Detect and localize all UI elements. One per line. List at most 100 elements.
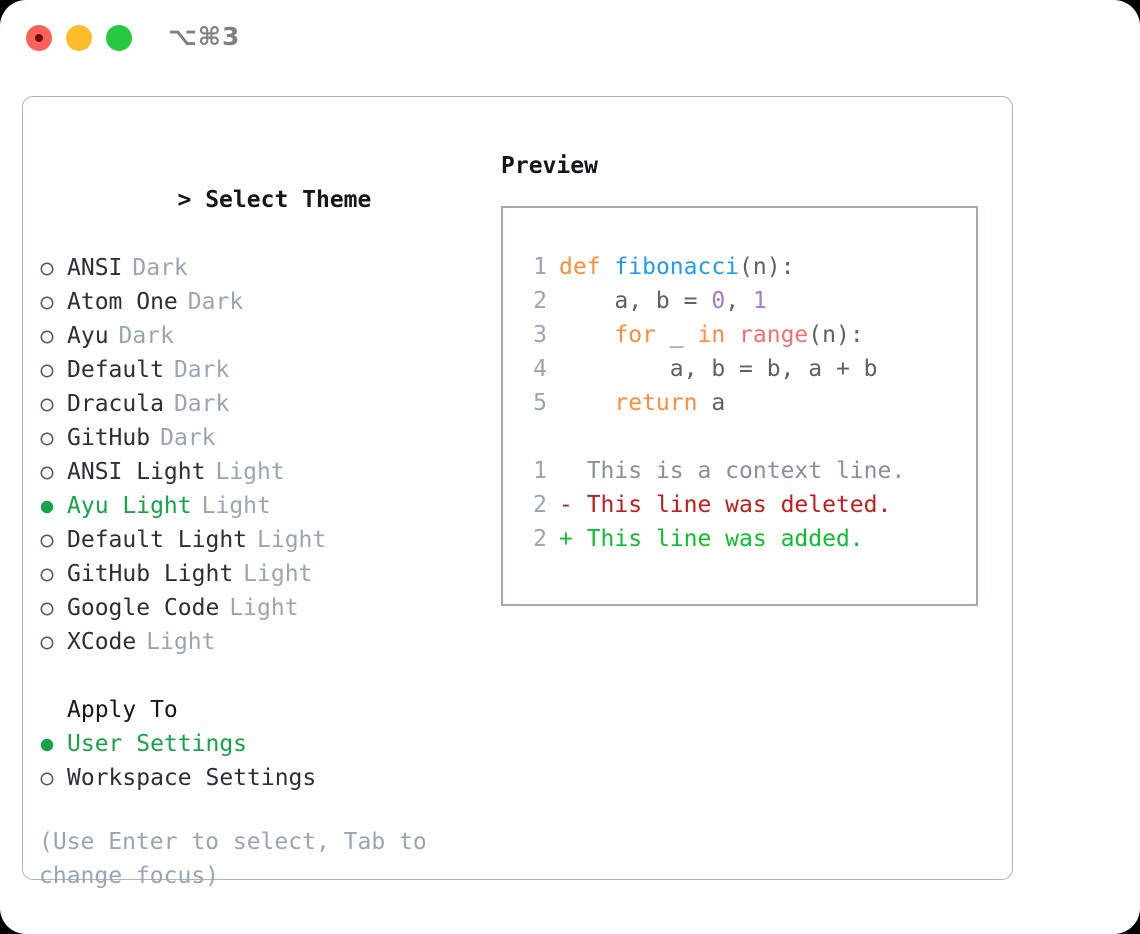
theme-option-ayu-light[interactable]: Ayu Light Light [39, 489, 479, 523]
code-token [559, 322, 614, 348]
code-token: a, b = b, a + b [559, 356, 878, 382]
theme-option-label: GitHub Light [67, 561, 234, 587]
minimize-button-icon[interactable] [66, 25, 92, 51]
theme-option-xcode[interactable]: XCode Light [39, 625, 479, 659]
apply-to-option-label: Workspace Settings [67, 765, 317, 791]
theme-option-label: Google Code [67, 595, 220, 621]
code-token: fibonacci [614, 254, 740, 280]
theme-option-label: GitHub [67, 425, 151, 451]
diff-line: 2 + This line was added. [521, 522, 905, 556]
close-button-icon[interactable] [26, 25, 52, 51]
code-token: in [697, 322, 726, 348]
code-token [601, 254, 615, 280]
radio-unselected-icon [39, 761, 67, 795]
radio-unselected-icon [39, 285, 67, 319]
theme-option-label: ANSI Light [67, 459, 206, 485]
theme-option-ansi-light[interactable]: ANSI Light Light [39, 455, 479, 489]
caret-icon: > [177, 187, 192, 213]
theme-option-ayu[interactable]: Ayu Dark [39, 319, 479, 353]
radio-unselected-icon [39, 387, 67, 421]
theme-option-variant-badge: Dark [173, 357, 230, 383]
theme-option-google-code[interactable]: Google Code Light [39, 591, 479, 625]
select-theme-header-label: Select Theme [205, 187, 372, 213]
theme-option-label: XCode [67, 629, 137, 655]
diff-line-number: 2 [533, 526, 547, 552]
radio-unselected-icon [39, 421, 67, 455]
diff-line-text: This line was added. [572, 526, 864, 552]
code-token [559, 390, 614, 416]
code-token: (n): [739, 254, 795, 280]
theme-option-variant-badge: Light [257, 527, 327, 553]
diff-line-text: This line was deleted. [572, 492, 892, 518]
code-line: 2 a, b = 0, 1 [521, 284, 905, 318]
theme-option-label: Ayu Light [67, 493, 192, 519]
code-token: , [725, 288, 753, 314]
theme-option-variant-badge: Dark [160, 425, 216, 451]
theme-option-variant-badge: Dark [187, 289, 244, 315]
keyboard-shortcut-label: ⌥⌘3 [168, 22, 241, 51]
code-line-number: 1 [533, 254, 547, 280]
diff-marker-icon: - [559, 492, 573, 518]
title-bar: ⌥⌘3 [0, 0, 1140, 78]
code-token: 1 [752, 288, 767, 314]
code-token: (n): [808, 322, 864, 348]
radio-unselected-icon [39, 455, 67, 489]
theme-option-variant-badge: Light [146, 629, 216, 655]
code-line: 1 def fibonacci(n): [521, 250, 905, 284]
code-blank-line [521, 420, 905, 454]
code-token: return [614, 390, 698, 416]
diff-line-text: This is a context line. [572, 458, 906, 484]
diff-marker-icon: + [559, 526, 573, 552]
code-token: for [614, 322, 656, 348]
radio-unselected-icon [39, 319, 67, 353]
diff-line: 2- This line was deleted. [521, 488, 905, 522]
section-spacer [39, 659, 479, 693]
theme-option-variant-badge: Light [215, 459, 285, 485]
diff-line-number: 2 [533, 492, 547, 518]
code-token: _ [655, 322, 698, 348]
theme-option-variant-badge: Dark [118, 323, 174, 349]
theme-option-default[interactable]: Default Dark [39, 353, 479, 387]
code-token: 0 [711, 288, 726, 314]
maximize-button-icon[interactable] [106, 25, 132, 51]
theme-option-variant-badge: Light [229, 595, 299, 621]
apply-to-option-user-settings[interactable]: User Settings [39, 727, 479, 761]
hint-text: (Use Enter to select, Tab to change focu… [39, 829, 427, 889]
theme-option-default-light[interactable]: Default Light Light [39, 523, 479, 557]
theme-option-label: Default [67, 357, 164, 383]
code-token: a, b = [559, 288, 712, 314]
code-token [725, 322, 739, 348]
theme-option-label: Dracula [67, 391, 164, 417]
radio-selected-icon [39, 727, 67, 761]
preview-title: Preview [501, 153, 598, 179]
apply-to-option-workspace-settings[interactable]: Workspace Settings [39, 761, 479, 795]
radio-unselected-icon [39, 353, 67, 387]
theme-option-label: Ayu [67, 323, 109, 349]
theme-option-variant-badge: Dark [132, 255, 188, 281]
code-token: a [697, 390, 726, 416]
theme-option-label: Default Light [67, 527, 248, 553]
radio-unselected-icon [39, 251, 67, 285]
apply-to-option-label: User Settings [67, 731, 248, 757]
code-line-number: 2 [533, 288, 547, 314]
theme-option-github[interactable]: GitHub Dark [39, 421, 479, 455]
code-line: 3 for _ in range(n): [521, 318, 905, 352]
theme-option-variant-badge: Light [201, 493, 271, 519]
theme-option-label: ANSI [67, 255, 123, 281]
theme-option-label: Atom One [67, 289, 178, 315]
apply-to-header: Apply To [67, 697, 178, 723]
theme-option-atom-one[interactable]: Atom One Dark [39, 285, 479, 319]
radio-unselected-icon [39, 523, 67, 557]
code-token: def [559, 254, 601, 280]
code-line: 5 return a [521, 386, 905, 420]
code-token: range [739, 322, 809, 348]
theme-option-ansi[interactable]: ANSI Dark [39, 251, 479, 285]
